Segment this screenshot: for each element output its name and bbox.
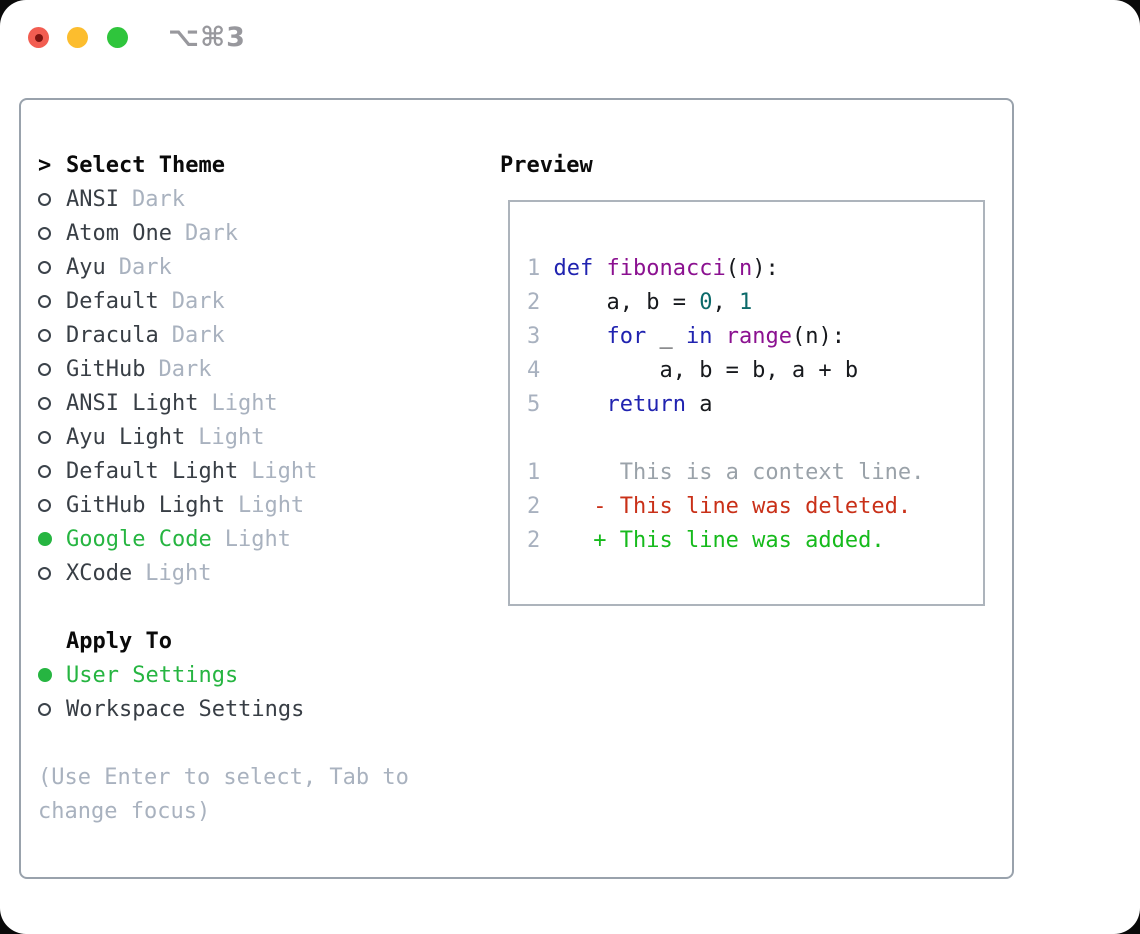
radio-selected-icon xyxy=(38,668,52,682)
option-label: User Settings xyxy=(66,662,239,688)
option-variant-label: Light xyxy=(224,526,291,552)
radio-unselected-icon xyxy=(38,702,51,716)
option-variant-label: Dark xyxy=(158,356,212,382)
option-variant-label: Dark xyxy=(184,220,238,246)
option-label: ANSI xyxy=(66,186,119,212)
window-title-shortcut: ⌥⌘3 xyxy=(168,22,246,53)
theme-option[interactable]: Ayu Light Light xyxy=(38,420,409,454)
theme-option[interactable]: XCode Light xyxy=(38,556,409,590)
theme-option[interactable]: GitHub Dark xyxy=(38,352,409,386)
option-label: ANSI Light xyxy=(66,390,199,416)
hint-line-1: (Use Enter to select, Tab to xyxy=(38,764,409,790)
option-variant-label: Light xyxy=(211,390,278,416)
minimize-button[interactable] xyxy=(67,27,88,48)
option-label: Ayu xyxy=(66,254,106,280)
preview-label: Preview xyxy=(500,152,593,178)
theme-option[interactable]: Atom One Dark xyxy=(38,216,409,250)
apply-to-option[interactable]: User Settings xyxy=(38,658,409,692)
radio-unselected-icon xyxy=(38,566,51,580)
spacer xyxy=(38,726,409,760)
option-label: Ayu Light xyxy=(66,424,186,450)
code-line: 3 for _ in range(n): xyxy=(527,323,845,349)
option-variant-label: Dark xyxy=(131,186,185,212)
code-line: 2 - This line was deleted. xyxy=(527,493,912,519)
code-line: 2 a, b = 0, 1 xyxy=(527,289,753,315)
option-variant-label: Light xyxy=(198,424,265,450)
code-line: 1 def fibonacci(n): xyxy=(527,255,779,281)
spacer xyxy=(38,590,409,624)
select-theme-label: Select Theme xyxy=(66,152,225,178)
radio-unselected-icon xyxy=(38,464,51,478)
option-label: GitHub xyxy=(66,356,146,382)
option-label: GitHub Light xyxy=(66,492,225,518)
option-variant-label: Light xyxy=(251,458,318,484)
apply-to-header: Apply To xyxy=(38,624,409,658)
option-variant-label: Light xyxy=(145,560,212,586)
option-label: Default xyxy=(66,288,159,314)
theme-option[interactable]: ANSI Light Light xyxy=(38,386,409,420)
code-line: 4 a, b = b, a + b xyxy=(527,357,859,383)
radio-unselected-icon xyxy=(38,192,51,206)
theme-option[interactable]: Default Light Light xyxy=(38,454,409,488)
zoom-button[interactable] xyxy=(107,27,128,48)
theme-option[interactable]: Dracula Dark xyxy=(38,318,409,352)
code-line: 5 return a xyxy=(527,391,713,417)
option-variant-label: Dark xyxy=(171,288,225,314)
radio-selected-icon xyxy=(38,532,52,546)
radio-unselected-icon xyxy=(38,226,51,240)
select-theme-header: > Select Theme xyxy=(38,148,409,182)
code-preview: 1 def fibonacci(n): 2 a, b = 0, 1 3 for _ … xyxy=(527,251,924,557)
option-variant-label: Dark xyxy=(171,322,225,348)
apply-to-option[interactable]: Workspace Settings xyxy=(38,692,409,726)
radio-unselected-icon xyxy=(38,260,51,274)
option-label: XCode xyxy=(66,560,133,586)
preview-box: 1 def fibonacci(n): 2 a, b = 0, 1 3 for _ … xyxy=(508,200,985,606)
option-label: Workspace Settings xyxy=(66,696,305,722)
radio-unselected-icon xyxy=(38,498,51,512)
theme-option[interactable]: Default Dark xyxy=(38,284,409,318)
code-line xyxy=(527,421,924,455)
option-label: Atom One xyxy=(66,220,172,246)
option-label: Dracula xyxy=(66,322,159,348)
code-line: 1 This is a context line. xyxy=(527,459,925,485)
titlebar: ⌥⌘3 xyxy=(0,0,1140,74)
option-variant-label: Light xyxy=(237,492,305,518)
option-variant-label: Dark xyxy=(118,254,172,280)
radio-unselected-icon xyxy=(38,328,51,342)
code-line: 2 + This line was added. xyxy=(527,527,885,553)
hint-line-2: change focus) xyxy=(38,798,211,824)
apply-to-label: Apply To xyxy=(66,628,172,654)
radio-unselected-icon xyxy=(38,430,51,444)
theme-option[interactable]: ANSI Dark xyxy=(38,182,409,216)
theme-option[interactable]: Ayu Dark xyxy=(38,250,409,284)
radio-unselected-icon xyxy=(38,396,51,410)
option-label: Google Code xyxy=(66,526,212,552)
close-button[interactable] xyxy=(28,27,49,48)
option-label: Default Light xyxy=(66,458,239,484)
radio-unselected-icon xyxy=(38,362,51,376)
cursor-prompt-icon: > xyxy=(38,152,52,178)
theme-option[interactable]: GitHub Light Light xyxy=(38,488,409,522)
theme-option[interactable]: Google Code Light xyxy=(38,522,409,556)
radio-unselected-icon xyxy=(38,294,51,308)
